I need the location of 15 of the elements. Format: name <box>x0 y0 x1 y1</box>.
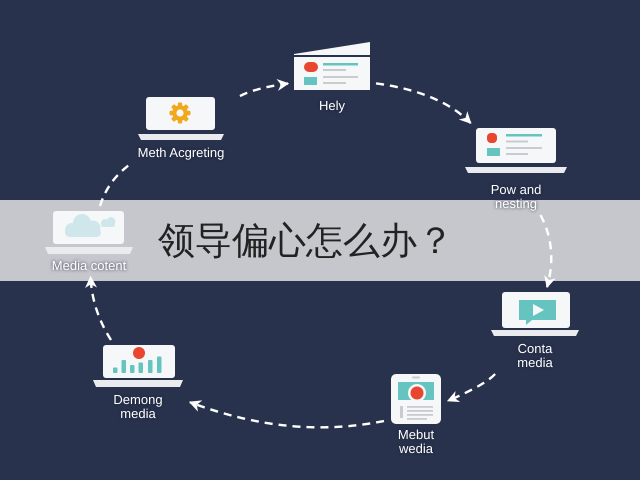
node-label: Demong media <box>112 393 164 421</box>
node-label: Meth Acgreting <box>138 146 224 160</box>
dashed-arrow <box>539 214 556 288</box>
node-label: Media cotent <box>52 259 126 273</box>
node-label: Hely <box>318 99 345 113</box>
title: 领导偏心怎么办？ <box>158 218 454 264</box>
dashed-line <box>98 163 132 206</box>
dashed-arrow <box>446 373 496 402</box>
node-label: Pow and nesting <box>490 183 542 211</box>
node-label: Mebut wedia <box>396 428 436 456</box>
dashed-arrow <box>239 79 290 98</box>
node-label: Conta media <box>516 342 554 370</box>
dashed-arrow <box>85 276 112 341</box>
dashed-arrow <box>188 400 384 429</box>
dashed-arrow <box>376 82 472 124</box>
